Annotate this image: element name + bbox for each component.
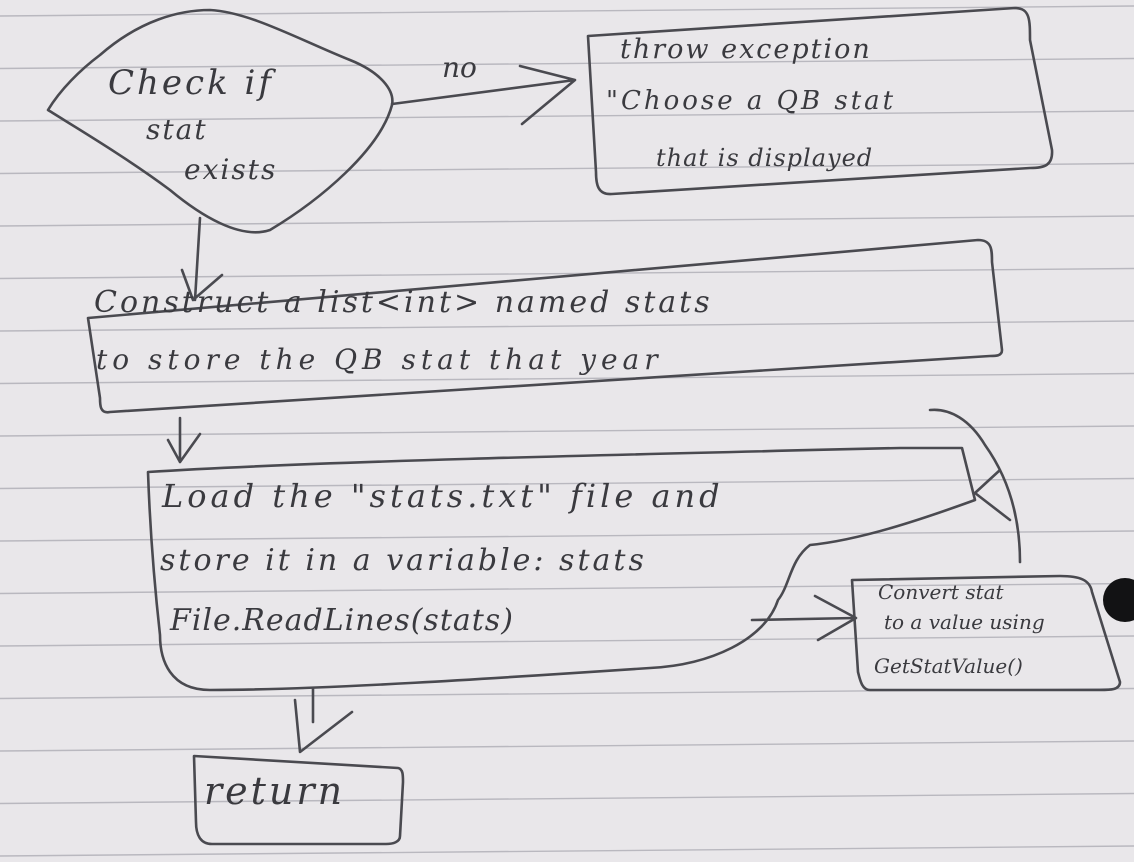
ruled-line bbox=[0, 582, 1134, 595]
ruled-line bbox=[0, 215, 1134, 227]
arrow-to-construct bbox=[180, 216, 224, 302]
ruled-line bbox=[0, 635, 1134, 647]
ruled-line bbox=[0, 477, 1134, 490]
arrow-to-convert bbox=[750, 594, 858, 642]
exception-text-line-1: throw exception bbox=[620, 34, 872, 65]
ruled-line bbox=[0, 372, 1134, 385]
flowchart-shapes bbox=[46, 6, 1122, 846]
exception-text-line-2: "Choose a QB stat bbox=[606, 86, 897, 116]
decision-text-line-3: exists bbox=[184, 153, 278, 186]
load-text-line-3: File.ReadLines(stats) bbox=[170, 603, 514, 638]
convert-text-line-2: to a value using bbox=[884, 610, 1045, 634]
exception-box bbox=[586, 6, 1054, 196]
exception-text-line-3: that is displayed bbox=[656, 144, 874, 172]
arrow-loop-back bbox=[928, 408, 1022, 564]
ruled-line bbox=[0, 845, 1134, 857]
return-box bbox=[192, 754, 405, 846]
arrow-to-load bbox=[166, 416, 202, 464]
ruled-line bbox=[0, 530, 1134, 542]
ruled-line bbox=[0, 792, 1134, 805]
arrow-no bbox=[390, 64, 577, 126]
decision-text-line-2: stat bbox=[146, 113, 208, 146]
ruled-line bbox=[0, 740, 1134, 752]
load-text-line-2: store it in a variable: stats bbox=[160, 543, 647, 578]
return-text: return bbox=[204, 769, 346, 813]
construct-text-line-1: Construct a list<int> named stats bbox=[94, 285, 713, 320]
edge-label-no: no bbox=[442, 51, 477, 84]
construct-box bbox=[86, 238, 1004, 414]
ruled-line bbox=[0, 57, 1134, 70]
decision-text-line-1: Check if bbox=[108, 63, 274, 103]
convert-text-line-3: GetStatValue() bbox=[874, 654, 1023, 678]
convert-text-line-1: Convert stat bbox=[878, 580, 1004, 604]
convert-box bbox=[850, 574, 1122, 692]
construct-text-line-2: to store the QB stat that year bbox=[96, 343, 663, 376]
load-box bbox=[146, 446, 977, 692]
load-text-line-1: Load the "stats.txt" file and bbox=[162, 477, 724, 515]
binder-hole bbox=[1103, 578, 1134, 622]
ruled-line bbox=[0, 110, 1134, 122]
ruled-line bbox=[0, 425, 1134, 437]
arrow-to-return bbox=[293, 686, 354, 754]
ruled-line bbox=[0, 320, 1134, 332]
ruled-line bbox=[0, 267, 1134, 280]
ruled-line bbox=[0, 5, 1134, 17]
ruled-line bbox=[0, 162, 1134, 175]
decision-diamond bbox=[46, 8, 394, 234]
